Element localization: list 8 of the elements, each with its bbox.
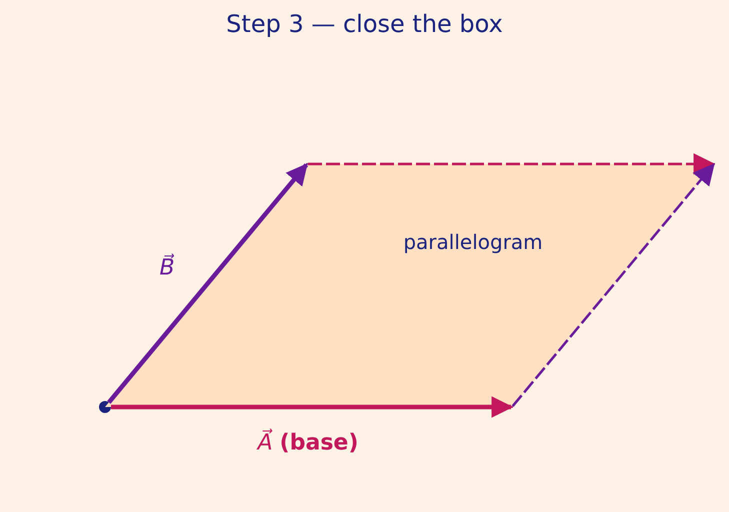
vector-label: B⃗	[159, 256, 175, 280]
vector-arrow	[512, 163, 715, 408]
vector-arrow	[111, 396, 514, 418]
vector-arrow	[107, 163, 308, 404]
vector-label: A⃗ (base)	[258, 430, 358, 456]
title: Step 3 — close the box	[225, 10, 504, 38]
shape-label: parallelogram	[403, 230, 543, 254]
vector-arrow	[308, 153, 716, 175]
